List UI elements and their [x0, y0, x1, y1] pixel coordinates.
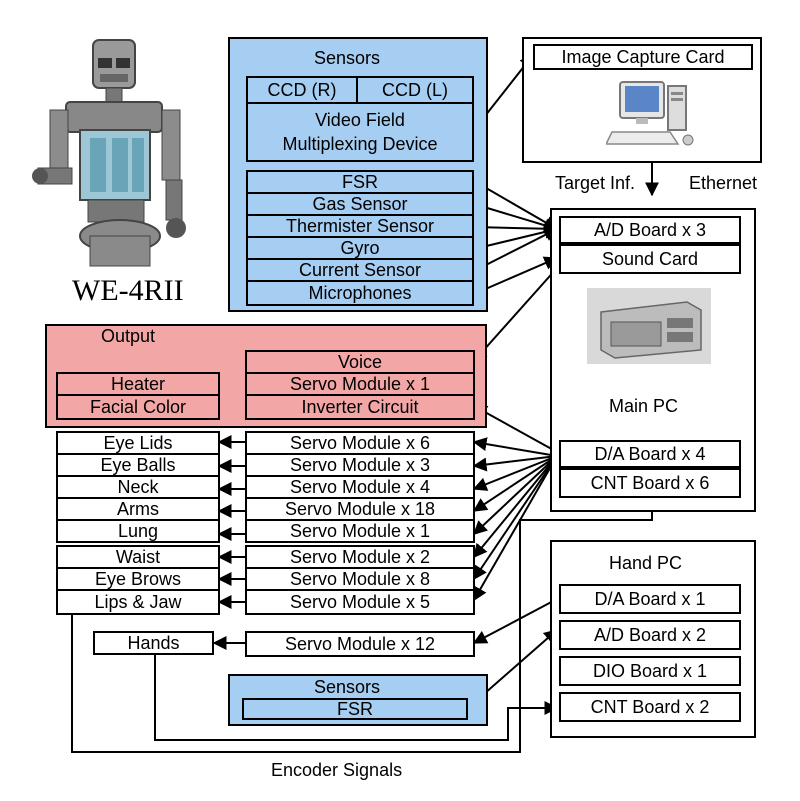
servo-eye-brows: Servo Module x 8 — [245, 567, 475, 591]
heater-box: Heater — [56, 372, 220, 396]
servo-lips-jaw: Servo Module x 5 — [245, 589, 475, 615]
part-arms: Arms — [56, 497, 220, 521]
ethernet-label: Ethernet — [689, 173, 758, 193]
part-eye-balls: Eye Balls — [56, 453, 220, 477]
main-pc-title: Main PC — [609, 396, 679, 416]
da-board-main: D/A Board x 4 — [559, 440, 741, 468]
da-board-hand: D/A Board x 1 — [559, 584, 741, 614]
ccd-right-box: CCD (R) — [246, 76, 358, 104]
fsr-bottom-box: FSR — [242, 698, 468, 720]
voice-box: Voice — [245, 350, 475, 374]
cnt-board-main: CNT Board x 6 — [559, 468, 741, 498]
sensor-gas: Gas Sensor — [246, 192, 474, 216]
sensor-microphones: Microphones — [246, 280, 474, 306]
hand-pc-title: Hand PC — [609, 553, 683, 573]
servo-eye-balls: Servo Module x 3 — [245, 453, 475, 477]
ad-board-main: A/D Board x 3 — [559, 216, 741, 244]
robot-illustration — [28, 30, 208, 270]
sensor-thermister: Thermister Sensor — [246, 214, 474, 238]
sensor-gyro: Gyro — [246, 236, 474, 260]
servo-neck: Servo Module x 4 — [245, 475, 475, 499]
part-eye-lids: Eye Lids — [56, 431, 220, 455]
ccd-left-box: CCD (L) — [356, 76, 474, 104]
servo-lung: Servo Module x 1 — [245, 519, 475, 543]
sensors-title: Sensors — [314, 48, 381, 68]
image-capture-card: Image Capture Card — [533, 44, 753, 70]
desktop-computer-icon — [604, 76, 698, 154]
video-multiplexing-box: Video Field Multiplexing Device — [246, 102, 474, 162]
part-eye-brows: Eye Brows — [56, 567, 220, 591]
part-lung: Lung — [56, 519, 220, 543]
facial-color-box: Facial Color — [56, 394, 220, 420]
video-line2: Multiplexing Device — [282, 134, 438, 154]
robot-name: WE-4RII — [72, 274, 184, 307]
part-neck: Neck — [56, 475, 220, 499]
sensor-fsr: FSR — [246, 170, 474, 194]
cnt-board-hand: CNT Board x 2 — [559, 692, 741, 722]
hands-box: Hands — [93, 631, 214, 655]
dio-board-hand: DIO Board x 1 — [559, 656, 741, 686]
ad-board-hand: A/D Board x 2 — [559, 620, 741, 650]
inverter-box: Inverter Circuit — [245, 394, 475, 420]
sensor-current: Current Sensor — [246, 258, 474, 282]
servo-eye-lids: Servo Module x 6 — [245, 431, 475, 455]
sensors-bottom-title: Sensors — [314, 677, 381, 697]
servo-arms: Servo Module x 18 — [245, 497, 475, 521]
encoder-signals-label: Encoder Signals — [271, 760, 403, 780]
servo-hands: Servo Module x 12 — [245, 631, 475, 657]
video-line1: Video Field — [315, 109, 405, 130]
servo-waist: Servo Module x 2 — [245, 545, 475, 569]
sound-card: Sound Card — [559, 244, 741, 274]
industrial-pc-icon — [587, 288, 711, 364]
part-waist: Waist — [56, 545, 220, 569]
robot-icon — [32, 39, 186, 267]
part-lips-jaw: Lips & Jaw — [56, 589, 220, 615]
output-title: Output — [101, 326, 156, 346]
servo-heater-box: Servo Module x 1 — [245, 372, 475, 396]
target-inf-label: Target Inf. — [555, 173, 636, 193]
